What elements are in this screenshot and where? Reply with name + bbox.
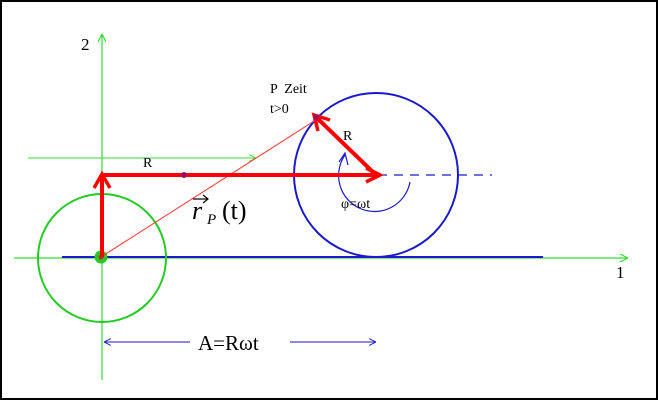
position-vector-rp <box>100 116 322 258</box>
angle-arc <box>338 154 411 213</box>
vector-argument-t: (t) <box>222 196 247 225</box>
vector-subscript-p: P <box>206 212 216 228</box>
radius-midpoint-marker <box>181 172 187 178</box>
label-radius-moving: R <box>343 129 353 144</box>
label-angle: φ=ωt <box>341 197 370 212</box>
axis-label-1: 1 <box>616 263 625 282</box>
axis-label-2: 2 <box>81 35 90 54</box>
label-distance: A=Rωt <box>198 331 259 355</box>
vector-symbol-r: r <box>192 196 203 225</box>
point-p-marker <box>313 114 319 120</box>
label-point-title: P Zeit <box>270 82 307 97</box>
label-point-time: t>0 <box>270 102 289 117</box>
angle-arc-arrowhead <box>338 151 349 166</box>
position-vector-label: r P (t) <box>192 194 247 228</box>
label-radius-start: R <box>143 156 153 171</box>
vector-overline-arrowhead <box>202 194 209 204</box>
rotating-radius-vector <box>314 115 378 177</box>
